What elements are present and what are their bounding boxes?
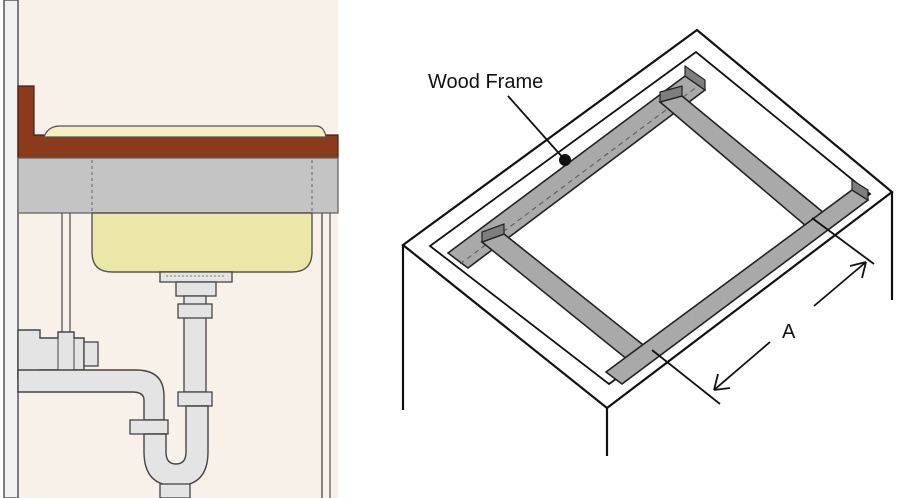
- tailpiece-nut-lower: [177, 391, 213, 407]
- dimension-extension-upper: [811, 217, 875, 265]
- dimension-arrow-upper: [813, 261, 867, 307]
- frame-right-rail-end: [659, 85, 683, 103]
- cabinet-frame-diagram: [401, 28, 894, 456]
- frame-left-rail-end: [481, 223, 505, 243]
- sink-basin: [91, 212, 313, 273]
- trap-arm-nut: [129, 419, 169, 435]
- p-trap-cleanout: [159, 483, 191, 498]
- drain-strainer: [159, 271, 233, 297]
- dimension-a-label: A: [782, 321, 796, 343]
- sink-rim: [43, 125, 327, 138]
- dimension-arrow-lower: [713, 341, 771, 391]
- frame-front-rail-end: [851, 178, 869, 202]
- wood-frame-label: Wood Frame: [428, 71, 544, 93]
- tailpiece-nut-upper: [177, 303, 213, 319]
- cabinet-rail: [17, 157, 339, 214]
- frame-back-rail-end: [684, 64, 706, 92]
- shutoff-valve: [17, 329, 99, 379]
- sink-cross-section: [3, 0, 339, 498]
- wood-frame-leader: [507, 95, 565, 160]
- p-trap: [143, 405, 209, 487]
- cabinet-opening: [428, 50, 872, 386]
- dimension-extension-lower: [651, 349, 721, 405]
- supply-line: [61, 213, 71, 336]
- cabinet-side-panel: [3, 0, 19, 498]
- wood-frame-leader-dot: [559, 154, 571, 166]
